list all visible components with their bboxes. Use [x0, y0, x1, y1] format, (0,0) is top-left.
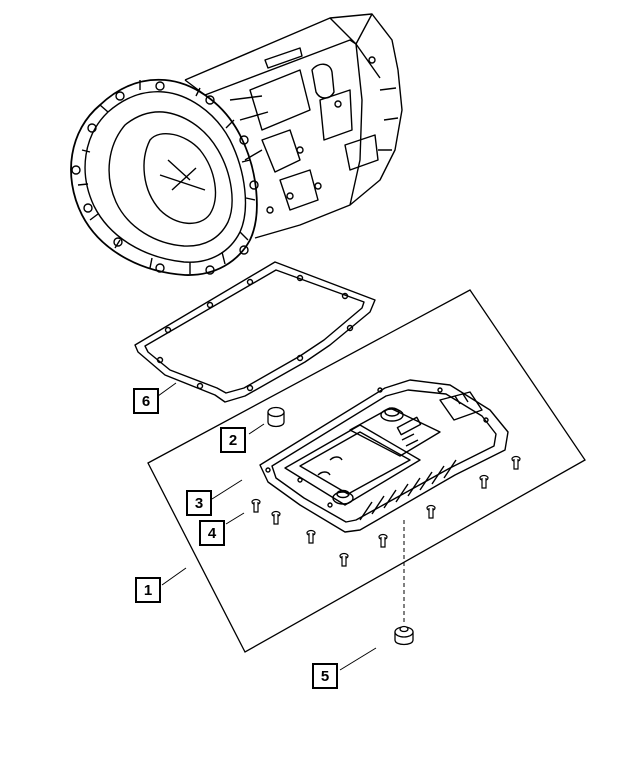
leader-line-4: [225, 512, 245, 525]
bolt: [306, 529, 316, 544]
callout-label: 4: [207, 524, 217, 542]
callout-3: 3: [186, 490, 212, 516]
bolt: [479, 474, 489, 489]
callout-6: 6: [133, 388, 159, 414]
bolt: [251, 498, 261, 513]
callout-1: 1: [135, 577, 161, 603]
bolt: [339, 552, 349, 567]
oil-pan-bolts: [251, 455, 521, 567]
callout-label: 3: [194, 494, 204, 512]
callout-4: 4: [199, 520, 225, 546]
bolt: [378, 533, 388, 548]
leader-line-2: [248, 423, 265, 435]
callout-label: 5: [320, 667, 330, 685]
callout-5: 5: [312, 663, 338, 689]
callout-label: 2: [228, 431, 238, 449]
bolt: [511, 455, 521, 470]
leader-lines: [157, 382, 377, 671]
plug: [267, 406, 285, 428]
drain-plug: [394, 625, 414, 646]
bolt: [426, 504, 436, 519]
bolt: [271, 510, 281, 525]
callout-label: 1: [143, 581, 153, 599]
callout-2: 2: [220, 427, 246, 453]
oil-pan-gasket: [134, 261, 376, 403]
leader-line-1: [161, 567, 187, 586]
oil-pan-assembly-outline: [147, 289, 586, 653]
leader-line-3: [211, 479, 243, 500]
leader-line-6: [157, 382, 177, 397]
oil-pan: [259, 379, 509, 533]
leader-line-5: [339, 647, 377, 671]
transmission-housing: [70, 13, 403, 276]
callout-label: 6: [141, 392, 151, 410]
